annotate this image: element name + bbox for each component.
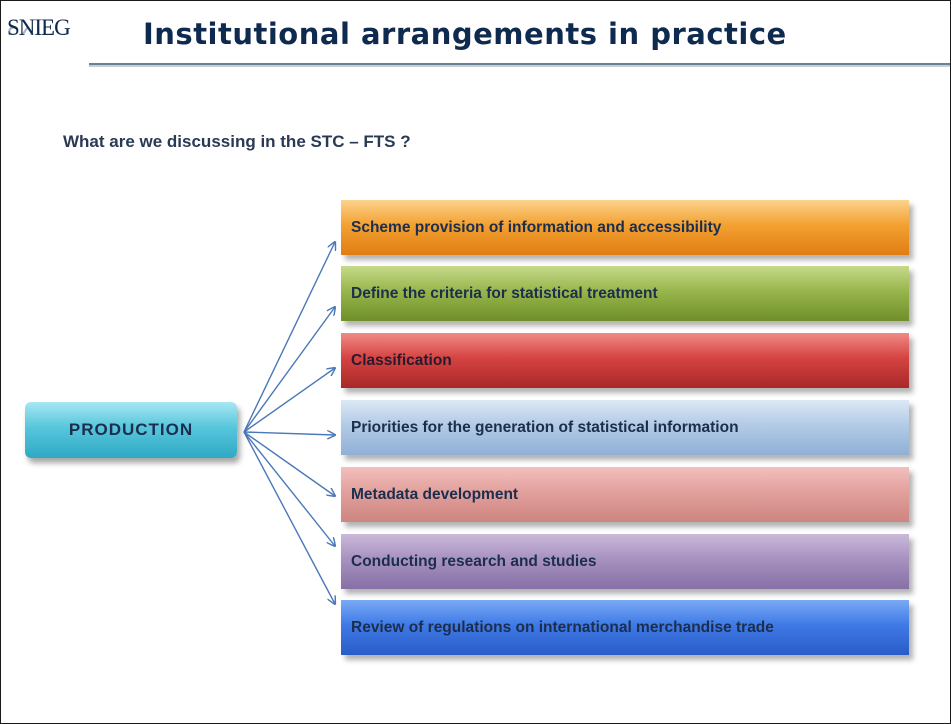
- item-label: Priorities for the generation of statist…: [351, 419, 739, 436]
- item-label: Define the criteria for statistical trea…: [351, 285, 658, 302]
- arrow-to-item-5: [243, 431, 335, 546]
- item-metadata: Metadata development: [341, 467, 909, 522]
- snieg-logo: SNIEG SNIEG: [7, 14, 71, 58]
- logo-text: SNIEG: [7, 15, 71, 40]
- item-define-criteria: Define the criteria for statistical trea…: [341, 266, 909, 321]
- production-label: PRODUCTION: [68, 420, 194, 439]
- arrow-to-item-4: [243, 431, 335, 496]
- item-regulations: Review of regulations on international m…: [341, 600, 909, 655]
- question-heading: What are we discussing in the STC – FTS …: [63, 132, 411, 151]
- arrow-to-item-1: [243, 307, 335, 433]
- item-label: Scheme provision of information and acce…: [351, 219, 722, 236]
- item-label: Classification: [351, 352, 452, 369]
- slide-title: Institutional arrangements in practice: [143, 17, 787, 51]
- item-scheme-provision: Scheme provision of information and acce…: [341, 200, 909, 255]
- arrow-to-item-0: [243, 242, 335, 433]
- item-label: Conducting research and studies: [351, 553, 597, 570]
- item-label: Review of regulations on international m…: [351, 619, 774, 636]
- title-underline: [89, 63, 950, 67]
- arrow-to-item-2: [243, 368, 335, 433]
- arrow-to-item-3: [243, 432, 335, 435]
- arrow-to-item-6: [243, 431, 335, 604]
- item-label: Metadata development: [351, 486, 519, 503]
- production-box: PRODUCTION: [25, 402, 237, 458]
- item-research: Conducting research and studies: [341, 534, 909, 589]
- item-priorities: Priorities for the generation of statist…: [341, 400, 909, 455]
- item-classification: Classification: [341, 333, 909, 388]
